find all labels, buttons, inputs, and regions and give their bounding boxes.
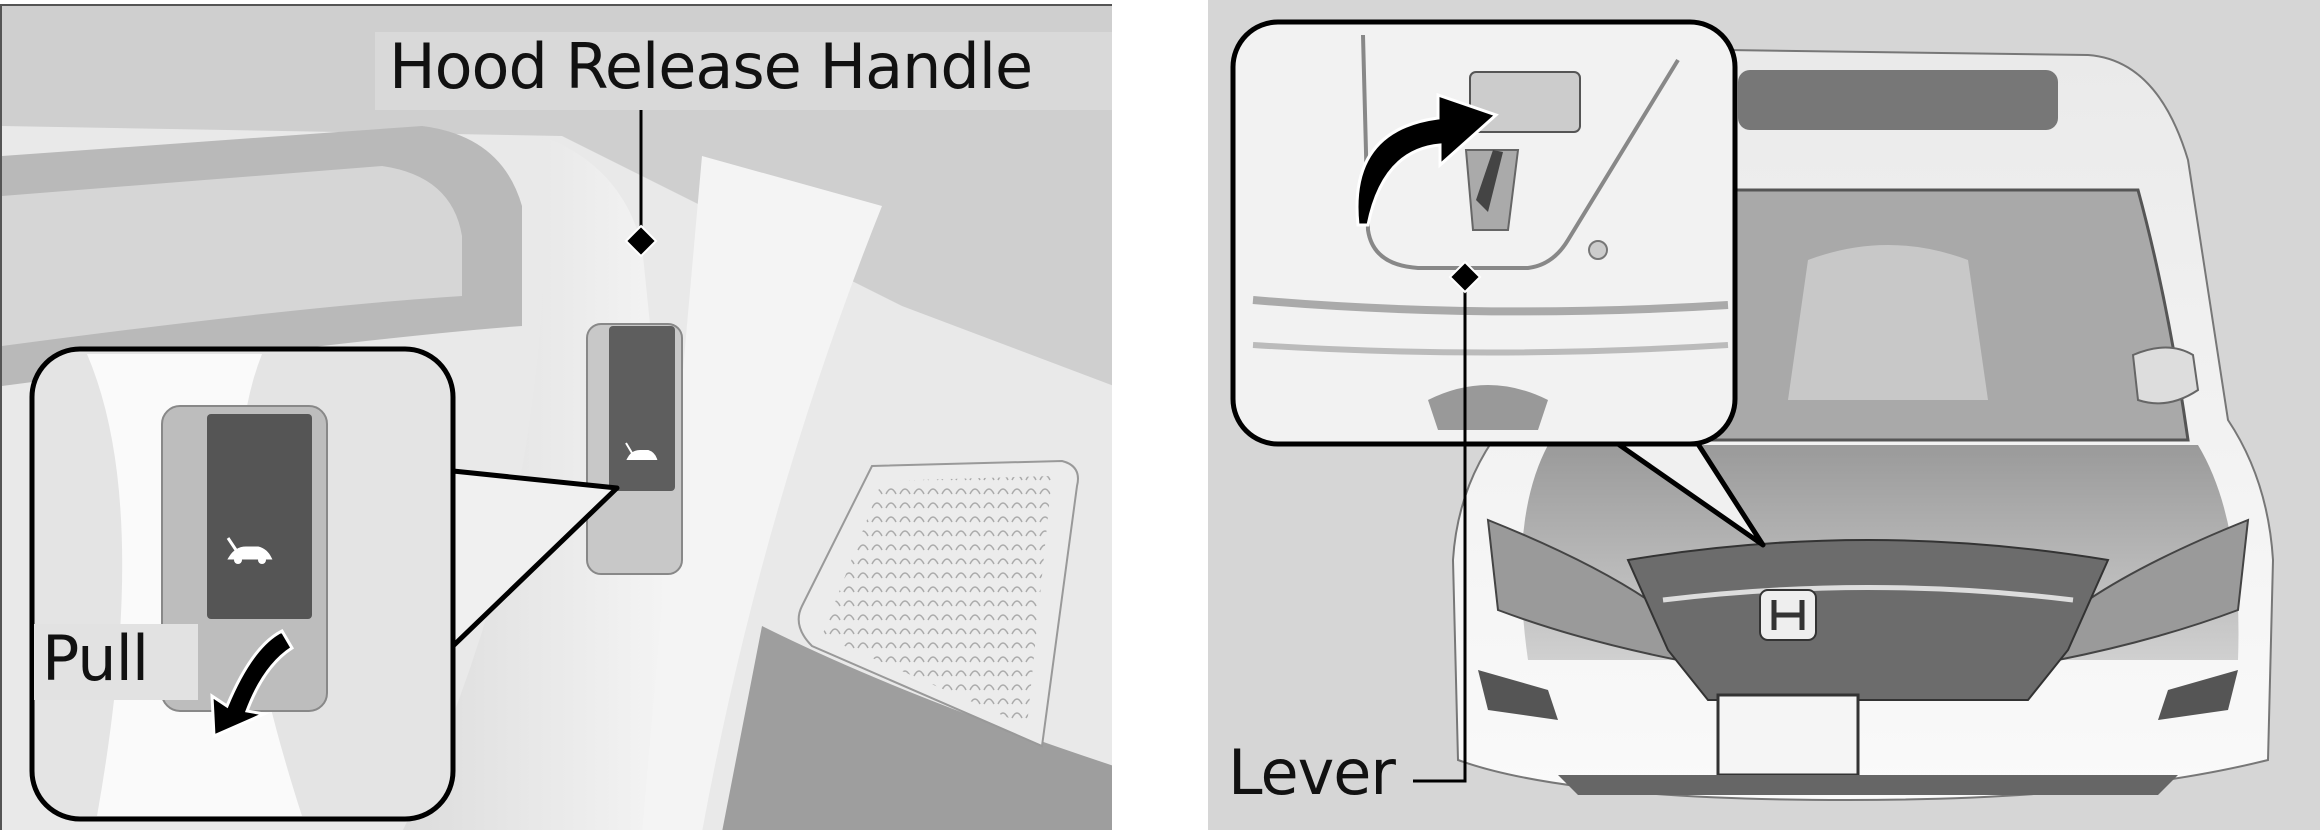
vehicle-front-drawing [1230,19,2275,802]
hood-lever [1476,150,1503,212]
honda-emblem-icon [1759,589,1817,641]
hood-release-handle [609,326,675,491]
hood-release-handle-illustration: Hood Release Handle Pull [0,4,1112,830]
lever-closeup-callout [1230,19,1738,447]
license-plate [1716,693,1860,777]
lever-label: Lever [1228,736,1396,809]
handle-closeup-callout [29,346,456,822]
hood-open-car-icon [625,442,658,460]
lever-label-leader [1413,280,1467,783]
hood-open-car-icon [226,537,273,564]
lift-arrow-icon [1355,92,1499,227]
pull-arrow-icon [210,629,295,739]
hood-release-handle-label: Hood Release Handle [375,32,1112,110]
pull-label: Pull [34,624,199,700]
hood-latch [1469,71,1581,133]
hood-lever-illustration: Lever [1208,0,2320,830]
interior-drawing [2,6,1112,830]
